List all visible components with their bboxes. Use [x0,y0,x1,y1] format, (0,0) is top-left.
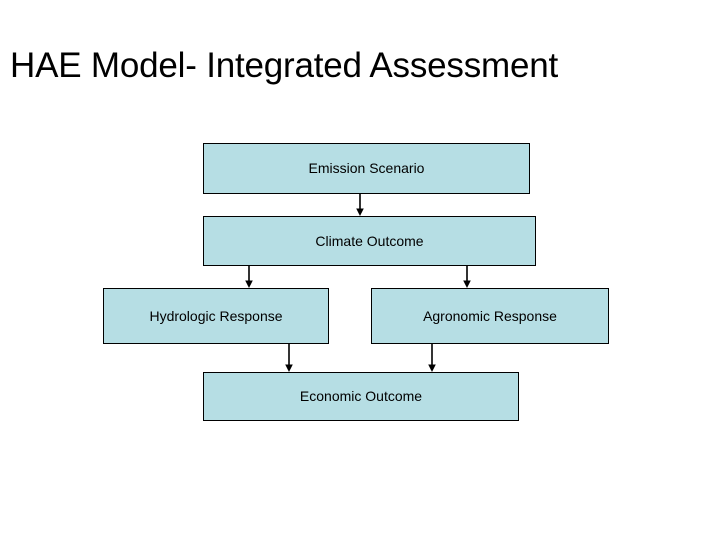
node-label: Emission Scenario [308,160,425,176]
node-agronomic-response[interactable]: Agronomic Response [371,288,609,344]
connector-climate-to-hydrologic [241,265,257,289]
node-label: Economic Outcome [299,388,423,404]
connector-emission-to-climate [352,193,368,217]
node-hydrologic-response[interactable]: Hydrologic Response [103,288,329,344]
node-label: Climate Outcome [315,232,424,249]
page-title: HAE Model- Integrated Assessment [10,46,559,85]
connector-climate-to-agronomic [459,265,475,289]
node-emission-scenario[interactable]: Emission Scenario [203,143,530,194]
node-climate-outcome[interactable]: Climate Outcome [203,216,536,266]
node-economic-outcome[interactable]: Economic Outcome [203,372,519,421]
connector-agronomic-to-economic [424,344,440,373]
node-label: Agronomic Response [423,307,557,324]
connector-hydrologic-to-economic [281,344,297,373]
node-label: Hydrologic Response [149,307,283,324]
